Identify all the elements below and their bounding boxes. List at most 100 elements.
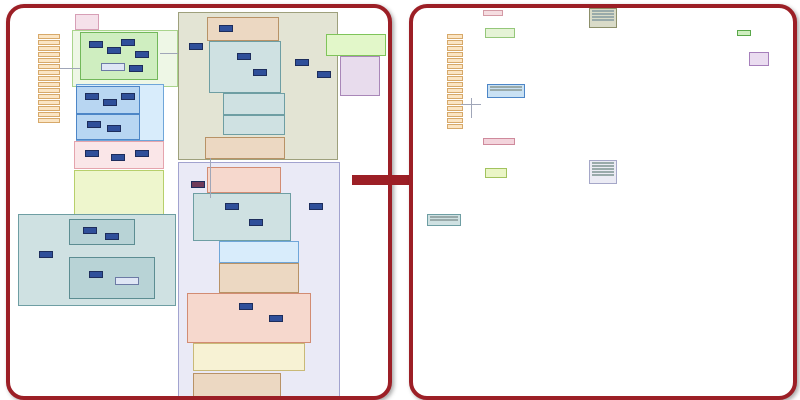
group-blue-2 bbox=[76, 114, 140, 140]
graph-node bbox=[219, 25, 233, 32]
graph-node bbox=[39, 251, 53, 258]
input-tag bbox=[447, 52, 463, 57]
input-tag bbox=[447, 106, 463, 111]
group-pink bbox=[74, 141, 164, 169]
input-tag bbox=[38, 40, 60, 45]
graph-node bbox=[129, 65, 143, 72]
before-graph-panel bbox=[6, 4, 392, 400]
graph-node bbox=[89, 271, 103, 278]
graph-wire bbox=[471, 98, 472, 118]
group-collapsed-purple bbox=[749, 52, 769, 66]
input-tag bbox=[447, 88, 463, 93]
input-tag bbox=[38, 64, 60, 69]
group-purple bbox=[340, 56, 380, 96]
input-tag bbox=[447, 94, 463, 99]
input-tag bbox=[38, 58, 60, 63]
input-tag bbox=[38, 88, 60, 93]
input-tag bbox=[447, 64, 463, 69]
graph-node bbox=[87, 121, 101, 128]
group-tan-bottom bbox=[205, 137, 285, 159]
graph-node bbox=[249, 219, 263, 226]
group-salmon-top bbox=[207, 167, 281, 193]
graph-wire bbox=[60, 68, 80, 69]
input-tag bbox=[447, 100, 463, 105]
graph-node bbox=[317, 71, 331, 78]
input-tag bbox=[447, 112, 463, 117]
graph-node bbox=[295, 59, 309, 66]
group-collapsed-green bbox=[737, 30, 751, 36]
graph-node bbox=[121, 39, 135, 46]
group-tan-f bbox=[193, 373, 281, 396]
group-collapsed-pink-2 bbox=[483, 138, 515, 145]
group-teal-low bbox=[223, 93, 285, 115]
graph-node bbox=[85, 93, 99, 100]
input-tag bbox=[38, 34, 60, 39]
input-tag bbox=[447, 40, 463, 45]
graph-node bbox=[239, 303, 253, 310]
graph-node bbox=[101, 63, 125, 71]
graph-node bbox=[103, 99, 117, 106]
input-tag bbox=[447, 82, 463, 87]
group-collapsed-teal bbox=[427, 214, 461, 226]
input-tag bbox=[38, 70, 60, 75]
graph-node bbox=[191, 181, 205, 188]
input-tag bbox=[447, 124, 463, 129]
graph-wire bbox=[210, 158, 211, 198]
group-olive bbox=[178, 12, 338, 160]
graph-node bbox=[107, 125, 121, 132]
group-teal-low-2 bbox=[223, 115, 285, 135]
graph-node bbox=[85, 150, 99, 157]
graph-node bbox=[269, 315, 283, 322]
group-yellowgreen bbox=[74, 170, 164, 216]
group-cream-e bbox=[193, 343, 305, 371]
graph-node bbox=[253, 69, 267, 76]
input-tag bbox=[38, 100, 60, 105]
group-teal-inner-2 bbox=[69, 257, 155, 299]
group-blue bbox=[76, 86, 140, 114]
graph-node bbox=[89, 41, 103, 48]
group-collapsed-olive bbox=[589, 8, 617, 28]
group-green bbox=[80, 32, 158, 80]
group-collapsed-blue bbox=[487, 84, 525, 98]
graph-node bbox=[135, 51, 149, 58]
group-lime bbox=[326, 34, 386, 56]
group-lilac bbox=[178, 162, 340, 396]
input-tag bbox=[447, 34, 463, 39]
input-tag bbox=[38, 94, 60, 99]
input-tag bbox=[38, 106, 60, 111]
graph-node bbox=[237, 53, 251, 60]
group-teal bbox=[18, 214, 176, 306]
graph-node bbox=[121, 93, 135, 100]
graph-node bbox=[225, 203, 239, 210]
input-tag bbox=[38, 52, 60, 57]
input-tag bbox=[38, 118, 60, 123]
group-tan-c bbox=[219, 263, 299, 293]
top-pink-group bbox=[75, 14, 99, 30]
group-teal-mid bbox=[209, 41, 281, 93]
input-tag bbox=[38, 76, 60, 81]
graph-node bbox=[83, 227, 97, 234]
graph-node bbox=[107, 47, 121, 54]
input-tag bbox=[38, 46, 60, 51]
group-tan-top bbox=[207, 17, 279, 41]
group-teal-a bbox=[193, 193, 291, 241]
group-blue-b bbox=[219, 241, 299, 263]
input-tag bbox=[447, 70, 463, 75]
graph-node bbox=[115, 277, 139, 285]
graph-node bbox=[135, 150, 149, 157]
graph-node bbox=[111, 154, 125, 161]
input-tag bbox=[447, 76, 463, 81]
graph-node bbox=[105, 233, 119, 240]
group-collapsed-pink bbox=[483, 10, 503, 16]
group-teal-inner bbox=[69, 219, 135, 245]
input-tag bbox=[447, 118, 463, 123]
input-tag bbox=[447, 58, 463, 63]
graph-node bbox=[189, 43, 203, 50]
group-collapsed-lilac bbox=[589, 160, 617, 184]
input-tag bbox=[447, 46, 463, 51]
group-collapsed-lightgreen bbox=[485, 28, 515, 38]
graph-wire bbox=[160, 53, 178, 54]
group-salmon-d bbox=[187, 293, 311, 343]
input-tag bbox=[38, 112, 60, 117]
graph-node bbox=[309, 203, 323, 210]
